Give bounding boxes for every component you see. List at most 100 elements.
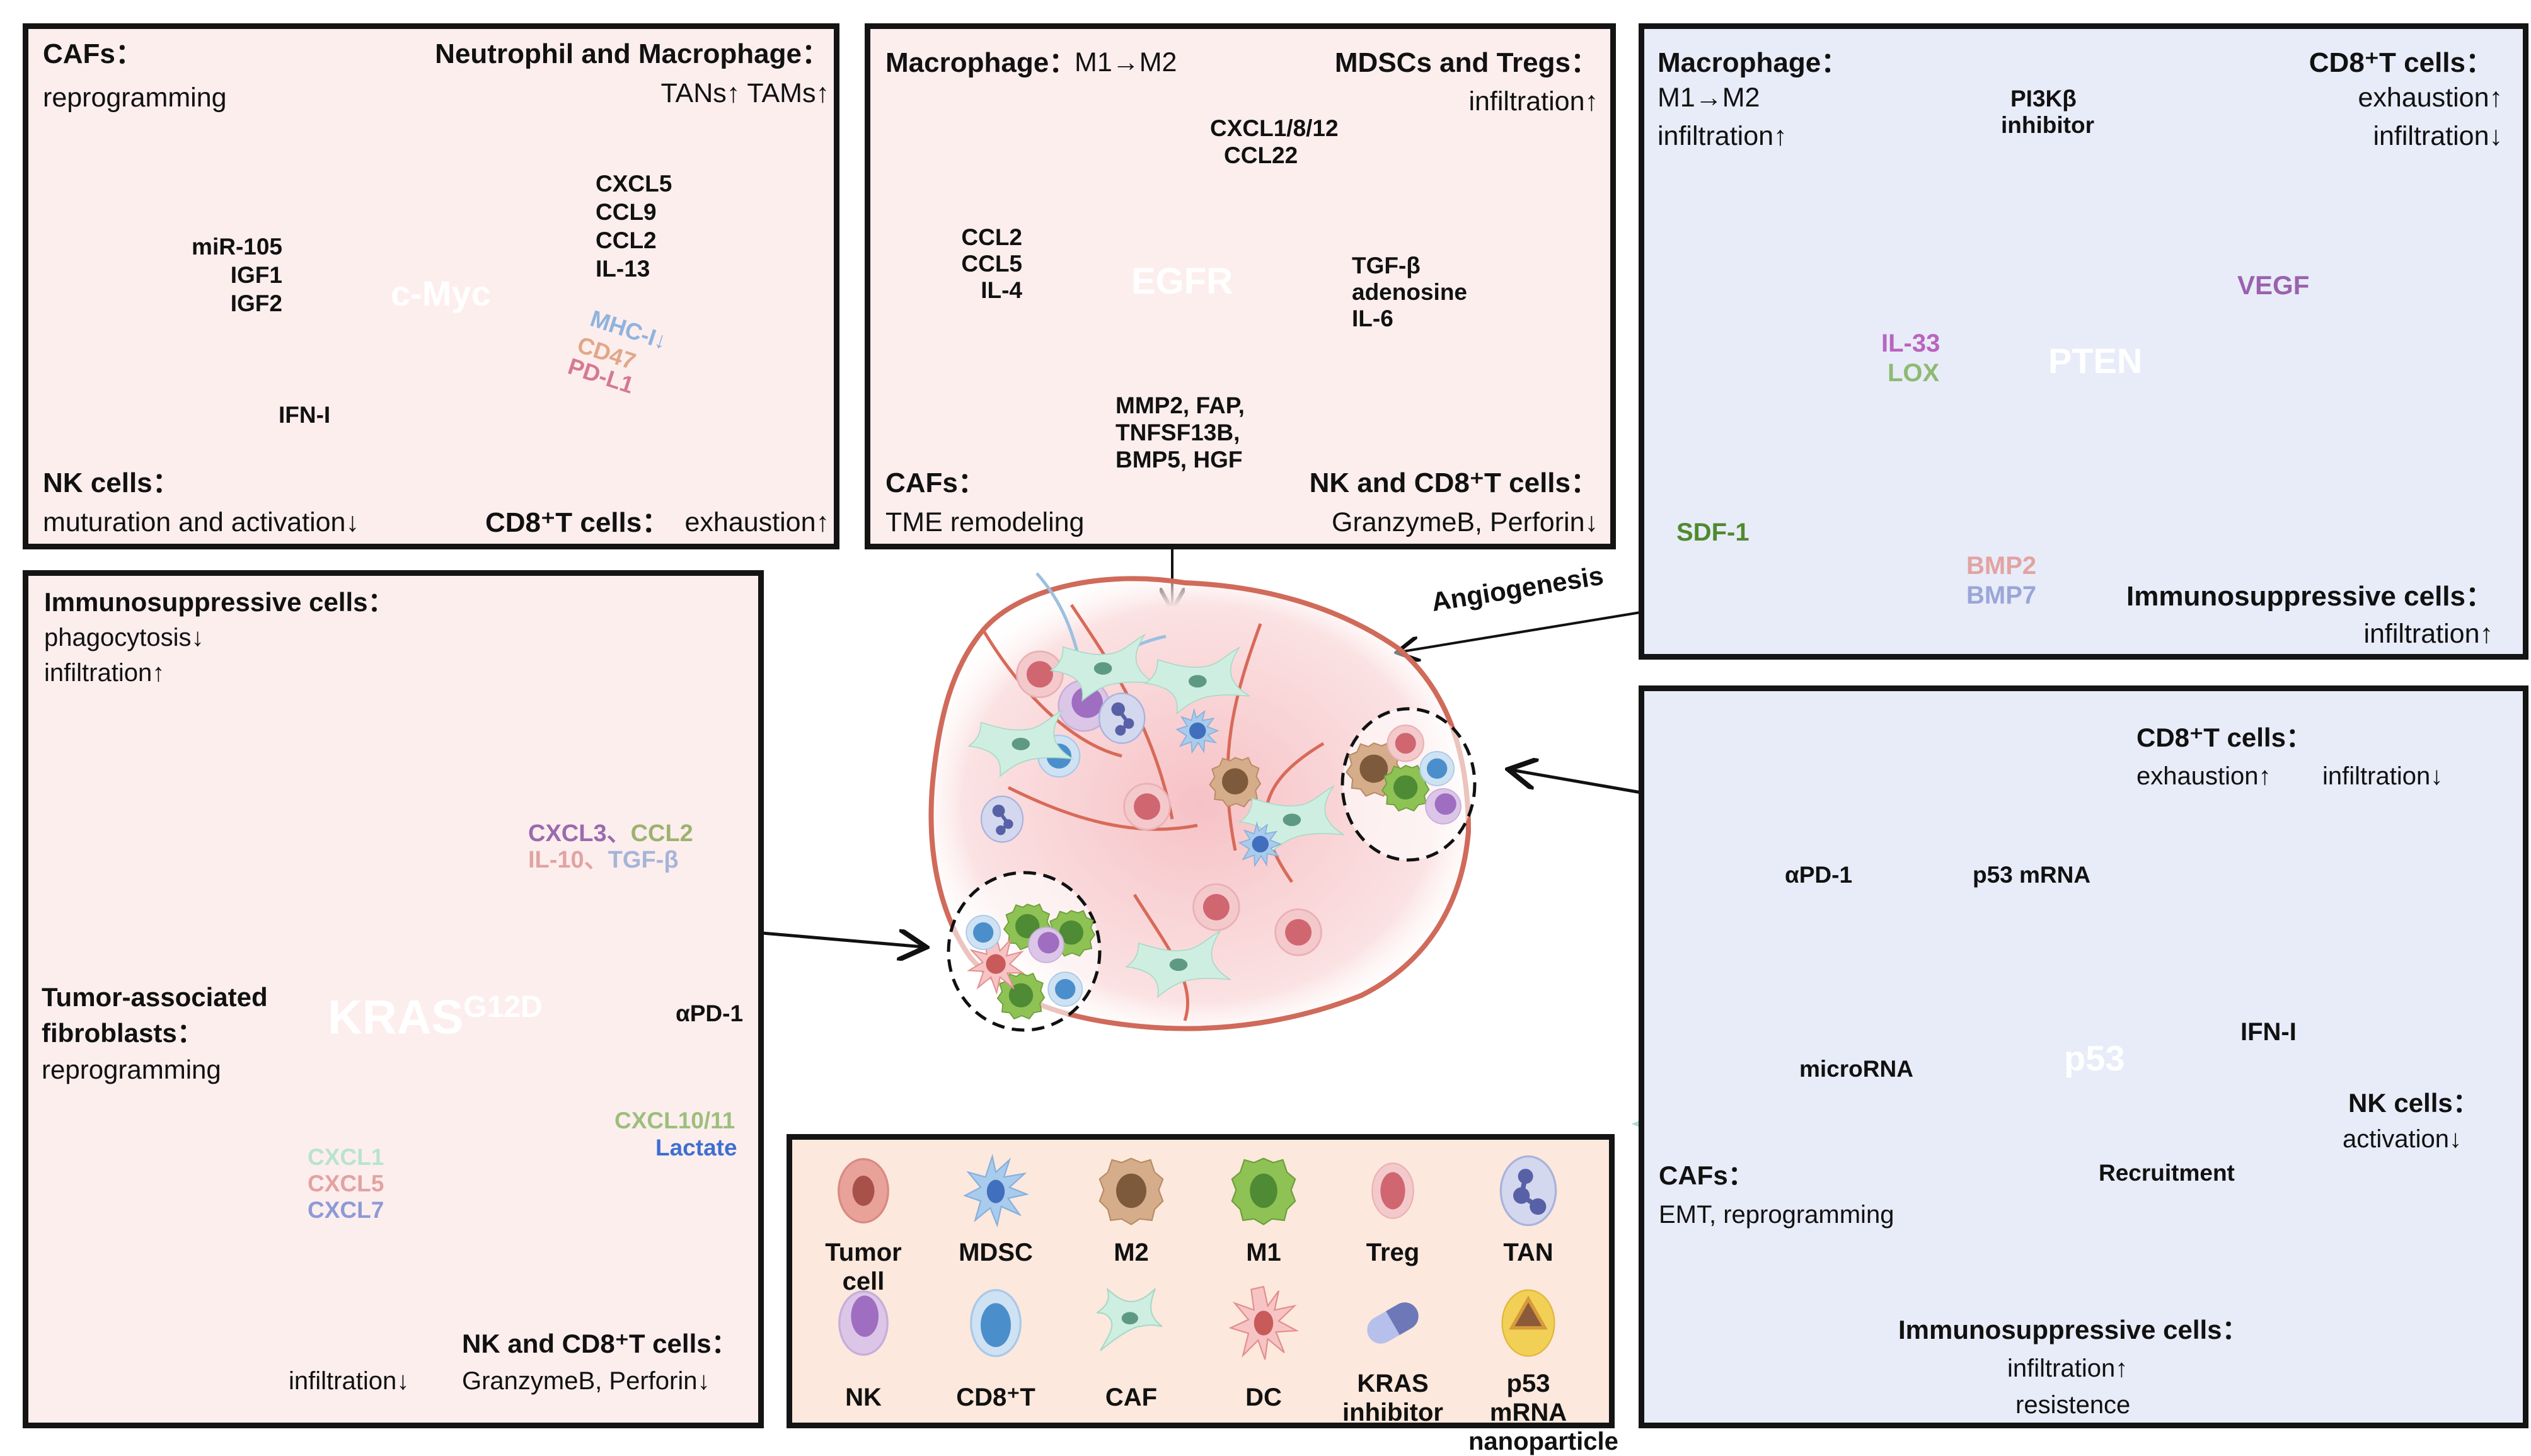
panel-p53	[1639, 685, 2528, 1428]
kras-immuno-desc-2: infiltration↑	[44, 659, 165, 687]
pten-center-label: PTEN	[2048, 341, 2143, 381]
p53-immuno-title: Immunosuppressive cells：	[1898, 1315, 2249, 1344]
cmyc-igf-0: miR-105	[192, 234, 282, 260]
kras-immuno-desc-1: phagocytosis↓	[44, 624, 204, 651]
p53-cafs-title: CAFs：	[1659, 1161, 1755, 1190]
vegf-label: VEGF	[2237, 270, 2310, 300]
kras-label-main: KRAS	[328, 990, 464, 1045]
egfr-cafs-desc: TME remodeling	[885, 507, 1085, 537]
egfr-mmp-2: BMP5, HGF	[1116, 447, 1243, 473]
egfr-cxcl-1: CCL22	[1224, 142, 1298, 168]
caf-icon	[1097, 1288, 1163, 1351]
panel-kras	[23, 570, 764, 1428]
kras-nk-desc-right: GranzymeB, Perforin↓	[462, 1367, 710, 1395]
kras-cyto-line-1: CXCL3、CCL2	[528, 822, 693, 846]
kras-cyto-line-2: IL-10、TGF-β	[528, 848, 679, 872]
egfr-center-label: EGFR	[1131, 261, 1233, 302]
cmyc-neutro-desc: TANs↑ TAMs↑	[660, 78, 829, 108]
cxcl1-label: CXCL1	[308, 1144, 384, 1170]
cmyc-neutro-title: Neutrophil and Macrophage：	[435, 38, 829, 69]
egfr-nk-desc: GranzymeB, Perforin↓	[1332, 507, 1598, 537]
cmyc-ifn-label: IFN-I	[279, 402, 331, 428]
nk-cell-icon	[838, 1290, 889, 1356]
pten-cd8-desc-2: infiltration↓	[2373, 121, 2503, 151]
legend-label: MDSC	[959, 1239, 1033, 1266]
legend-label: NK	[845, 1384, 882, 1411]
cxcl5-label: CXCL5	[308, 1171, 384, 1196]
cmyc-cd8-desc: exhaustion↑	[684, 507, 830, 537]
lactate-label: Lactate	[655, 1135, 737, 1161]
dendritic-cell-icon	[1229, 1285, 1298, 1360]
egfr-macro-desc: M1→M2	[1075, 47, 1177, 77]
egfr-macro-title: Macrophage：	[885, 47, 1077, 78]
cmyc-chemokine-0: CXCL5	[596, 171, 672, 197]
il10-label: IL-10、	[528, 847, 608, 873]
egfr-mdsc-title: MDSCs and Tregs：	[1334, 47, 1598, 78]
pten-cd8-title: CD8⁺T cells：	[2309, 47, 2493, 78]
egfr-mmp-0: MMP2, FAP,	[1116, 393, 1245, 418]
taf-desc: reprogramming	[42, 1055, 221, 1084]
pten-macro-desc-2: infiltration↑	[1658, 121, 1787, 151]
cmyc-chemokine-2: CCL2	[596, 227, 657, 253]
kras-nk-desc-left: infiltration↓	[289, 1367, 410, 1395]
cxcl3-label: CXCL3、	[528, 820, 631, 847]
egfr-nk-title: NK and CD8⁺T cells：	[1309, 467, 1598, 498]
m2-macrophage-icon	[1098, 1157, 1164, 1225]
legend-label: M2	[1114, 1239, 1149, 1266]
pten-immuno-title: Immunosuppressive cells：	[2126, 581, 2493, 612]
tgfb-label: TGF-β	[608, 847, 679, 873]
legend-label: KRAS inhibitor	[1342, 1370, 1443, 1426]
treg-icon	[1371, 1162, 1414, 1219]
legend-label: CD8⁺T	[956, 1384, 1035, 1411]
panel-egfr	[865, 23, 1616, 549]
egfr-cxcl-0: CXCL1/8/12	[1210, 115, 1339, 141]
tan-icon	[1499, 1155, 1557, 1227]
sdf1-label: SDF-1	[1676, 519, 1750, 546]
egfr-cafs-title: CAFs：	[885, 467, 986, 498]
egfr-ccl-1: CCL5	[961, 251, 1022, 277]
kras-immuno-title: Immunosuppressive cells：	[44, 587, 395, 617]
pten-macro-title: Macrophage：	[1658, 47, 1849, 78]
p53-immuno-desc-1: infiltration↑	[2007, 1355, 2128, 1382]
p53-ifn-label: IFN-I	[2240, 1018, 2297, 1046]
egfr-tgf-0: TGF-β	[1352, 253, 1421, 278]
cmyc-nk-desc: muturation and activation↓	[43, 507, 359, 537]
bmp7-label: BMP7	[1966, 582, 2037, 609]
cmyc-chemokine-1: CCL9	[596, 199, 657, 225]
ccl2-label: CCL2	[630, 820, 693, 847]
egfr-ccl-2: IL-4	[981, 277, 1022, 303]
bmp2-label: BMP2	[1966, 552, 2037, 580]
pten-drug-0: PI3Kβ	[2010, 86, 2077, 112]
p53-apd1-label: αPD-1	[1785, 862, 1853, 888]
pten-drug-1: inhibitor	[2001, 112, 2094, 138]
cmyc-cafs-desc: reprogramming	[43, 83, 227, 113]
cmyc-cd8-title: CD8⁺T cells：	[485, 507, 670, 538]
kras-center-label: KRASG12D	[328, 992, 543, 1041]
p53-immuno-desc-2: resistence	[2015, 1391, 2131, 1419]
m1-macrophage-icon	[1231, 1157, 1296, 1225]
p53-cd8-desc-2: infiltration↓	[2322, 762, 2443, 790]
microrna-label: microRNA	[1799, 1056, 1913, 1082]
cd8-t-cell-icon	[970, 1289, 1022, 1357]
kras-inhibitor-pill-icon	[1367, 1302, 1419, 1344]
cxcl7-label: CXCL7	[308, 1197, 384, 1223]
lox-label: LOX	[1888, 359, 1940, 387]
p53-nk-desc: activation↓	[2343, 1125, 2462, 1153]
kras-nk-title: NK and CD8⁺T cells：	[462, 1329, 738, 1358]
legend-label: p53 mRNA nanoparticle	[1468, 1370, 1618, 1455]
tumor-microenvironment-illustration	[740, 572, 1721, 1032]
p53-cafs-desc: EMT, reprogramming	[1659, 1201, 1894, 1229]
pten-immuno-desc: infiltration↑	[2363, 619, 2493, 649]
legend-label: CAF	[1105, 1384, 1158, 1411]
p53-mrna-label: p53 mRNA	[1973, 862, 2091, 888]
kras-apd1-label: αPD-1	[676, 1000, 744, 1026]
cmyc-igf-2: IGF2	[230, 290, 282, 316]
panel-cmyc	[23, 23, 839, 549]
cmyc-chemokine-3: IL-13	[596, 256, 650, 282]
cmyc-cafs-title: CAFs：	[43, 38, 143, 69]
pten-cd8-desc-1: exhaustion↑	[2358, 83, 2503, 113]
legend-label: M1	[1246, 1239, 1281, 1266]
arrow-kras-to-tme	[740, 931, 923, 947]
legend-panel	[787, 1134, 1615, 1428]
mdsc-icon	[963, 1154, 1029, 1228]
